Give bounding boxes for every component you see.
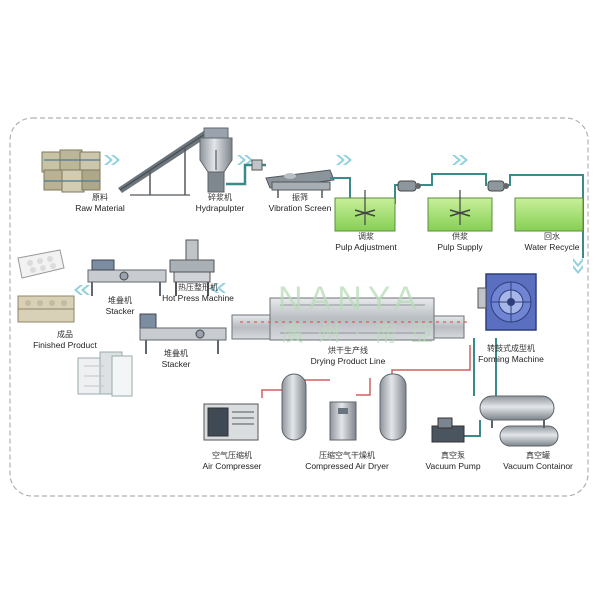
water-recycle-tank xyxy=(514,197,584,232)
flow-arrow xyxy=(104,155,120,165)
egg-box-product xyxy=(17,295,75,323)
hot-press-machine xyxy=(169,239,215,296)
pump-1 xyxy=(397,180,421,192)
vacuum-container-tanks xyxy=(479,395,559,447)
finished-product-stack xyxy=(77,351,133,397)
watermark-brand: NANYA xyxy=(278,280,423,318)
stacker-top-machine xyxy=(87,259,167,296)
vibration-screen-machine xyxy=(265,169,335,198)
flow-arrow xyxy=(452,155,468,165)
pulp-supply-tank xyxy=(427,190,493,232)
watermark-cn: 廣州·南亞 xyxy=(282,322,447,347)
egg-tray-product xyxy=(17,249,65,279)
forming-machine xyxy=(477,273,537,331)
air-tank-2 xyxy=(379,373,407,441)
hydrapulpter-machine xyxy=(118,127,233,196)
outer-frame xyxy=(9,117,589,497)
drying-product-line xyxy=(231,297,470,341)
pump-2 xyxy=(487,180,509,192)
flow-arrow xyxy=(336,155,352,165)
air-dryer-machine xyxy=(329,401,357,441)
flow-arrow xyxy=(573,258,583,274)
stacker-bottom-machine xyxy=(139,313,227,354)
vacuum-pump-machine xyxy=(431,417,465,443)
raw-material-bales xyxy=(41,149,101,193)
air-tank-1 xyxy=(281,373,307,441)
flow-arrow xyxy=(237,155,253,165)
flow-arrow xyxy=(74,285,90,295)
air-compresser-machine xyxy=(203,403,259,441)
pulp-adjustment-tank xyxy=(334,190,396,232)
